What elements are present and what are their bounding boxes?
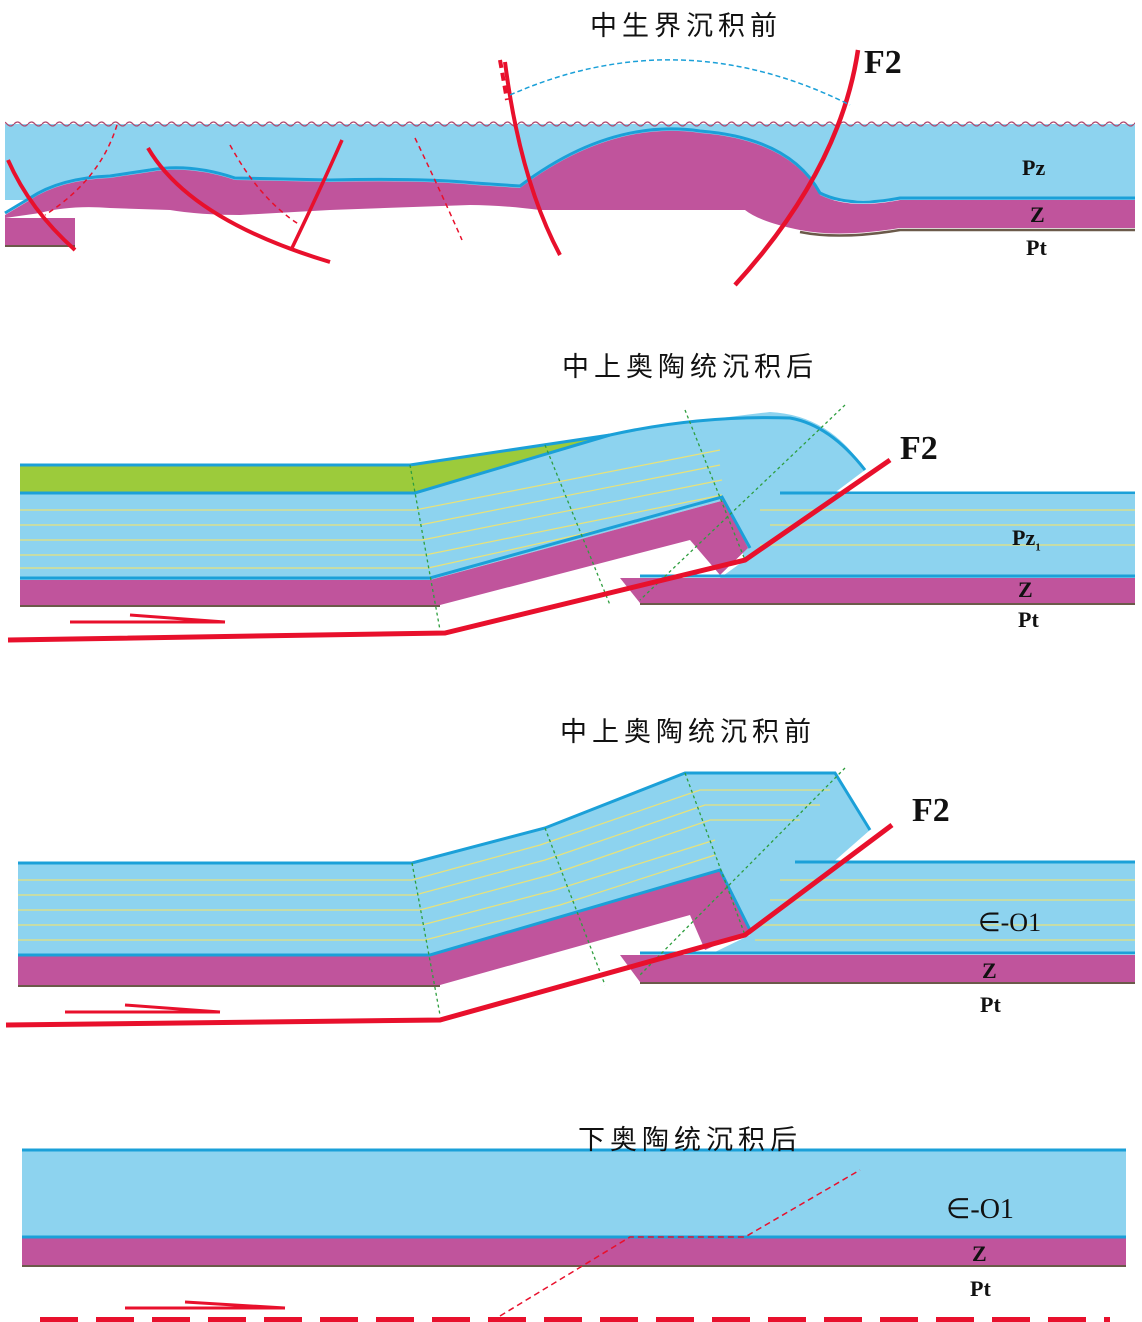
panel-4-section	[22, 1148, 1126, 1322]
panel-1-title: 中生界沉积前	[590, 11, 782, 42]
panel-1-pt-label: Pt	[1026, 235, 1047, 260]
panel-3-pt-label: Pt	[980, 992, 1001, 1017]
panel-4-pt-label: Pt	[970, 1276, 991, 1301]
panel-3-unit-label: ∈-O1	[978, 908, 1042, 937]
panel-4-unit-label: ∈-O1	[946, 1194, 1014, 1225]
panel-4-title: 下奥陶统沉积后	[578, 1125, 802, 1156]
panel-1-unconformity	[5, 119, 1135, 128]
panel-3-title: 中上奥陶统沉积前	[560, 717, 816, 748]
panel-1-z-layer	[5, 130, 1135, 234]
panel-4-z-label: Z	[972, 1241, 987, 1266]
panel-2-fault-label: F2	[900, 430, 938, 467]
panel-4-z-layer	[22, 1237, 1126, 1265]
panel-1-z-label: Z	[1030, 202, 1045, 227]
panel-2-z-layer	[20, 500, 748, 605]
panel-3-section	[5, 767, 1135, 1028]
panel-1-fault-label: F2	[864, 44, 902, 81]
panel-2-z-label: Z	[1018, 577, 1033, 602]
panel-1-pz-label: Pz	[1022, 155, 1046, 180]
panel-3-fault-label: F2	[912, 792, 950, 829]
panel-2-section	[7, 404, 1135, 643]
panel-2-pz-label: Pz1	[1012, 525, 1041, 554]
panel-2-title: 中上奥陶统沉积后	[562, 352, 818, 383]
panel-3-z-label: Z	[982, 958, 997, 983]
panel-1-section	[4, 49, 1135, 287]
panel-2-pt-label: Pt	[1018, 607, 1039, 632]
